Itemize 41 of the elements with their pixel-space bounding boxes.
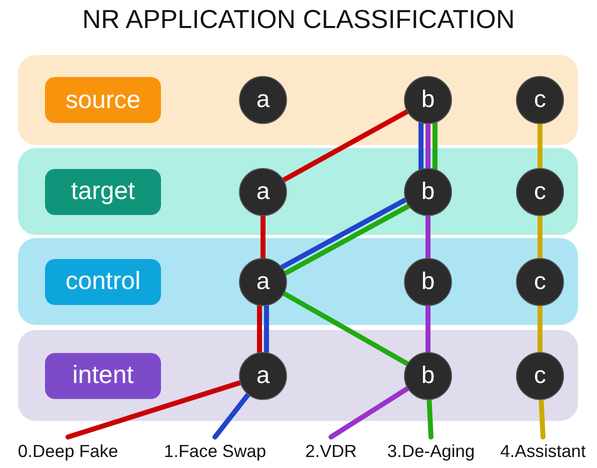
connector-line (538, 213, 542, 260)
node-circle: c (516, 352, 564, 400)
connector-line (538, 303, 542, 354)
row-label: target (45, 168, 161, 214)
connector-line (432, 120, 438, 172)
connector-line (418, 120, 424, 172)
node-circle: b (404, 76, 452, 124)
row-band (18, 148, 578, 235)
node-circle: c (516, 76, 564, 124)
node-circle: a (239, 352, 287, 400)
connector-line (264, 302, 269, 354)
node-circle: a (239, 76, 287, 124)
connector-line (280, 197, 408, 270)
connector-line (538, 122, 542, 170)
node-circle: b (404, 168, 452, 216)
node-circle: b (404, 258, 452, 306)
line-label: 0.Deep Fake (8, 441, 128, 463)
row-label: intent (45, 352, 161, 398)
node-circle: c (516, 168, 564, 216)
connector-line (426, 303, 430, 354)
node-circle: c (516, 258, 564, 306)
connector-line (281, 290, 410, 366)
node-circle: b (404, 352, 452, 400)
node-circle: a (239, 258, 287, 306)
row-band (18, 55, 578, 145)
row-label: control (45, 258, 161, 304)
node-circle: a (239, 168, 287, 216)
connector-line (66, 380, 243, 440)
title: NR APPLICATION CLASSIFICATION (81, 4, 516, 35)
connector-line (283, 203, 412, 276)
connector-line (328, 386, 410, 440)
connector-line (426, 213, 430, 260)
connector-line (257, 302, 262, 354)
row-band (18, 330, 578, 421)
connector-line (212, 392, 251, 440)
row-label: source (45, 77, 161, 123)
line-label: 1.Face Swap (155, 441, 275, 463)
row-band (18, 238, 578, 325)
connector-line (260, 213, 266, 260)
connector-line (426, 122, 430, 170)
connector-line (282, 109, 410, 182)
